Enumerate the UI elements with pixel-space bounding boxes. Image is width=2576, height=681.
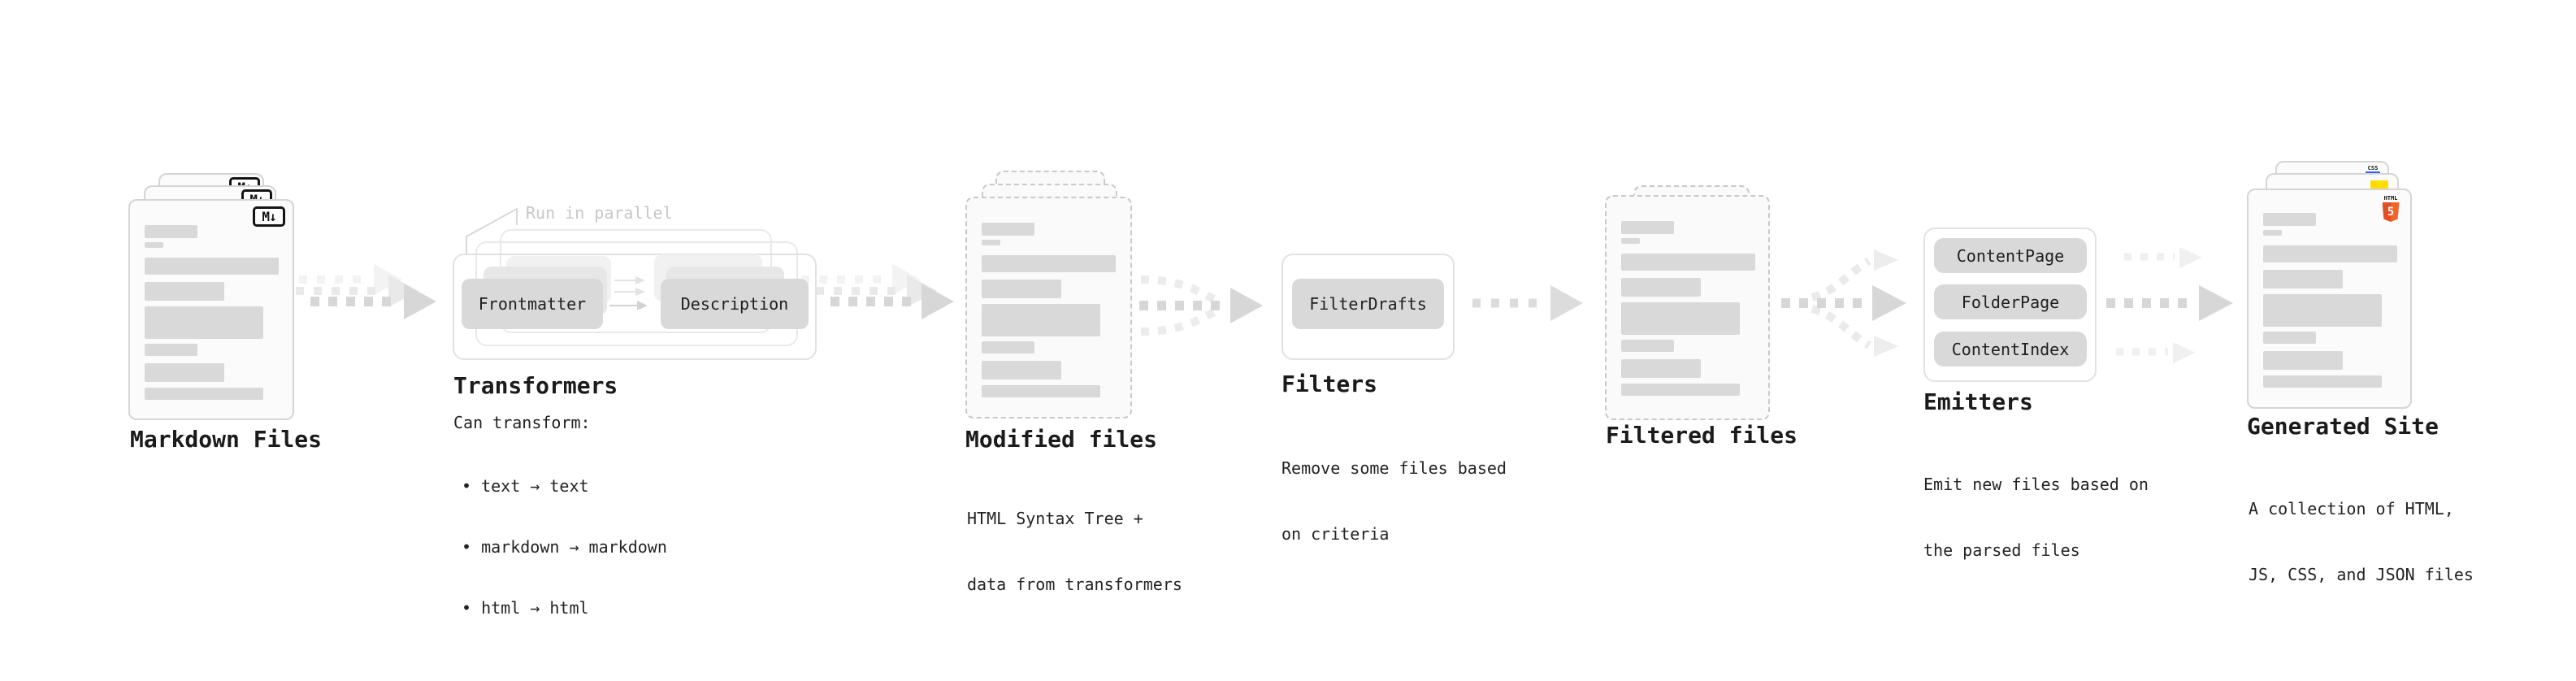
markdown-file-icon: M↓ [253, 206, 285, 227]
filtered-doc-card-front [1605, 195, 1770, 420]
doc-text-bar [1621, 254, 1755, 271]
generated-site-subtitle: A collection of HTML, JS, CSS, and JSON … [2249, 454, 2474, 630]
folderpage-box-label: FolderPage [1961, 292, 2060, 312]
modified-files-subtitle: HTML Syntax Tree + data from transformer… [967, 464, 1182, 640]
subtitle-line: on criteria [1281, 524, 1390, 544]
arrow-modified-to-filters-merge [1139, 275, 1263, 336]
filters-subtitle: Remove some files based on criteria [1281, 414, 1507, 589]
doc-text-bar [982, 255, 1116, 272]
doc-text-bar [982, 385, 1100, 397]
doc-text-bar [145, 282, 224, 301]
html5-shield: 5 [2382, 202, 2400, 222]
doc-text-bar [1621, 221, 1674, 234]
doc-text-bar [145, 242, 163, 248]
frontmatter-box: Frontmatter [462, 279, 603, 329]
doc-text-bar [2263, 294, 2382, 327]
markdown-doc-card-front: M↓ [128, 199, 294, 420]
doc-text-bar [982, 304, 1100, 336]
doc-text-bar [982, 361, 1061, 380]
stage-title-generated-site: Generated Site [2247, 413, 2439, 440]
doc-text-bar [145, 306, 263, 339]
emitters-subtitle: Emit new files based on the parsed files [1923, 430, 2149, 605]
doc-text-bar [982, 280, 1061, 298]
doc-text-bar [2263, 351, 2343, 370]
doc-text-bar [2263, 332, 2316, 344]
arrow-filters-to-filtered [1472, 285, 1583, 321]
emitters-container [1923, 228, 2097, 382]
subtitle-line: A collection of HTML, [2249, 499, 2454, 518]
doc-text-bar [1621, 340, 1674, 352]
transformers-bullet-line: • markdown → markdown [462, 537, 667, 557]
transformers-bullet-line: • html → html [462, 598, 589, 618]
doc-text-bar [982, 223, 1034, 236]
arrow-emitters-to-generated [2106, 247, 2233, 363]
transformer-container-front [453, 254, 817, 360]
run-in-parallel-note: Run in parallel [526, 203, 673, 223]
html5-icon: HTML 5 [2382, 195, 2400, 222]
doc-text-bar [1621, 238, 1640, 244]
doc-text-bar [1621, 384, 1740, 396]
subtitle-line: JS, CSS, and JSON files [2249, 565, 2474, 584]
folderpage-box: FolderPage [1934, 284, 2087, 319]
filterdrafts-box-label: FilterDrafts [1309, 294, 1427, 314]
filterdrafts-box: FilterDrafts [1292, 279, 1444, 329]
stage-title-transformers: Transformers [453, 372, 618, 399]
doc-text-bar [145, 225, 197, 238]
description-box-label: Description [680, 294, 789, 314]
modified-doc-card-front [965, 197, 1132, 419]
doc-text-bar [145, 388, 263, 400]
contentpage-box-label: ContentPage [1956, 245, 2065, 266]
subtitle-line: Emit new files based on [1923, 475, 2149, 494]
subtitle-line: HTML Syntax Tree + [967, 509, 1143, 528]
doc-text-bar [145, 363, 224, 382]
html5-digit: 5 [2387, 206, 2395, 219]
arrow-markdown-to-transformers [281, 264, 436, 319]
doc-text-bar [2263, 213, 2316, 226]
filters-container [1281, 254, 1455, 360]
doc-text-bar [1621, 359, 1701, 378]
doc-text-bar [1621, 302, 1740, 335]
stage-title-emitters: Emitters [1923, 388, 2033, 415]
subtitle-line: data from transformers [967, 575, 1182, 594]
doc-text-bar [2263, 230, 2282, 236]
doc-text-bar [145, 258, 279, 275]
doc-text-bar [982, 240, 1000, 245]
subtitle-line: Remove some files based [1281, 458, 1507, 478]
arrow-frontmatter-to-description [609, 276, 648, 310]
doc-text-bar [982, 341, 1034, 354]
transformers-subtitle: Can transform: [453, 413, 591, 432]
subtitle-line: the parsed files [1923, 540, 2080, 560]
description-box: Description [661, 279, 809, 329]
transformers-bullet-line: • text → text [462, 476, 589, 496]
stage-title-filtered-files: Filtered files [1606, 422, 1798, 449]
arrow-filtered-to-emitters-fanout [1781, 249, 1906, 357]
run-in-parallel-callout-line [466, 207, 518, 254]
contentindex-box: ContentIndex [1934, 332, 2087, 367]
html5-label: HTML [2383, 195, 2398, 202]
doc-text-bar [2263, 245, 2397, 262]
doc-text-bar [1621, 278, 1701, 297]
stage-title-filters: Filters [1281, 371, 1378, 397]
generated-doc-card-front: HTML 5 [2247, 189, 2412, 409]
stage-title-modified-files: Modified files [965, 426, 1158, 453]
contentindex-box-label: ContentIndex [1951, 339, 2070, 359]
doc-text-bar [2263, 375, 2382, 388]
transformers-bullets: • text → text • markdown → markdown • ht… [462, 436, 667, 659]
contentpage-box: ContentPage [1934, 238, 2087, 273]
frontmatter-box-label: Frontmatter [478, 294, 587, 314]
css-badge-label: CSS [2367, 165, 2379, 171]
arrow-transformers-to-modified [801, 264, 954, 319]
stage-title-markdown-files: Markdown Files [130, 426, 323, 453]
doc-text-bar [2263, 270, 2343, 288]
doc-text-bar [145, 344, 197, 356]
